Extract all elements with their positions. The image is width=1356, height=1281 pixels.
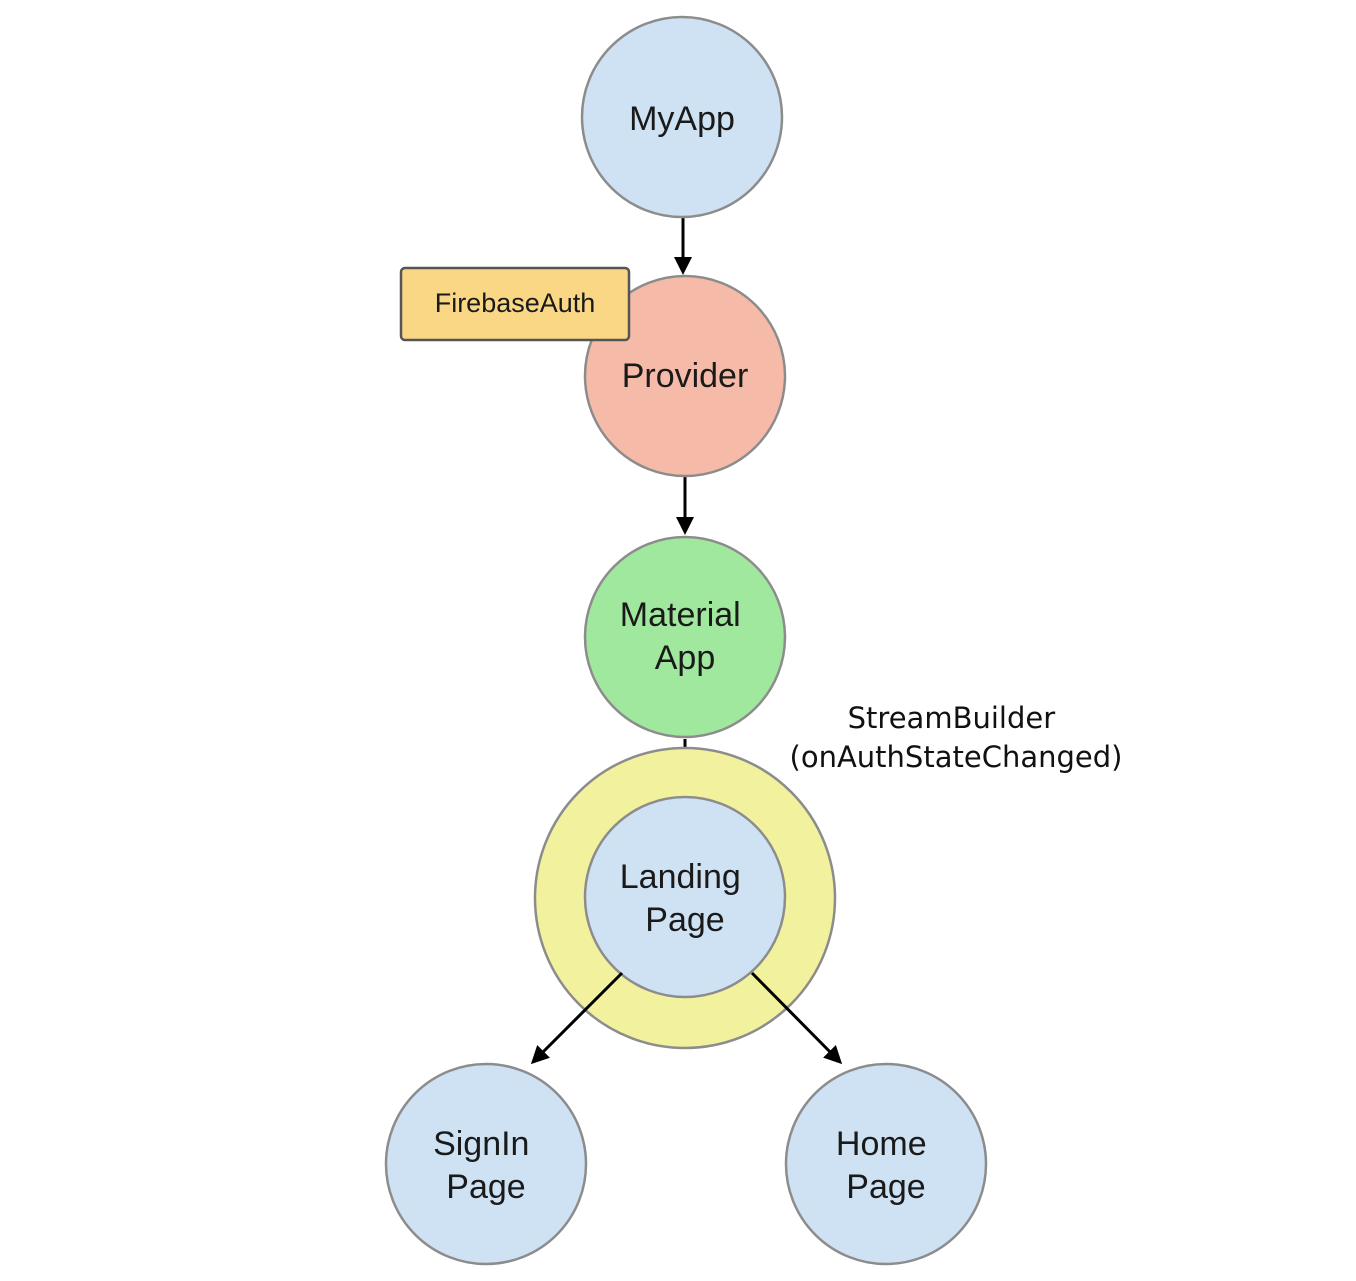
node-myapp-circle [580, 15, 784, 219]
node-material-app: Material App [583, 535, 787, 739]
branch-edges [530, 971, 843, 1065]
node-home-page-circle [784, 1062, 988, 1266]
node-provider-circle [583, 274, 787, 478]
node-home-page-label: Home Page [836, 1125, 936, 1206]
node-provider: Provider [583, 274, 787, 478]
node-provider-label: Provider [622, 357, 749, 395]
node-signin-page: SignIn Page [384, 1062, 588, 1266]
node-landing-page: Landing Page [533, 746, 837, 1050]
node-myapp: MyApp [580, 15, 784, 219]
node-material-app-circle [583, 535, 787, 739]
node-signin-page-circle [384, 1062, 588, 1266]
node-landing-page-label: Landing Page [620, 858, 750, 939]
tag-firebase-auth-label: FirebaseAuth [435, 288, 596, 318]
stream-builder-note: StreamBuilder (onAuthStateChanged) [790, 701, 1123, 774]
node-landing-page-circle [583, 795, 787, 999]
node-material-app-label: Material App [620, 596, 750, 677]
edge-landing-page-to-signin-page [530, 971, 624, 1065]
tag-firebase-auth-box [399, 266, 631, 342]
node-home-page: Home Page [784, 1062, 988, 1266]
node-signin-page-label: SignIn Page [433, 1125, 539, 1206]
tag-firebase-auth: FirebaseAuth [399, 266, 631, 342]
node-myapp-label: MyApp [629, 100, 735, 138]
edge-landing-page-to-home-page [750, 971, 843, 1065]
